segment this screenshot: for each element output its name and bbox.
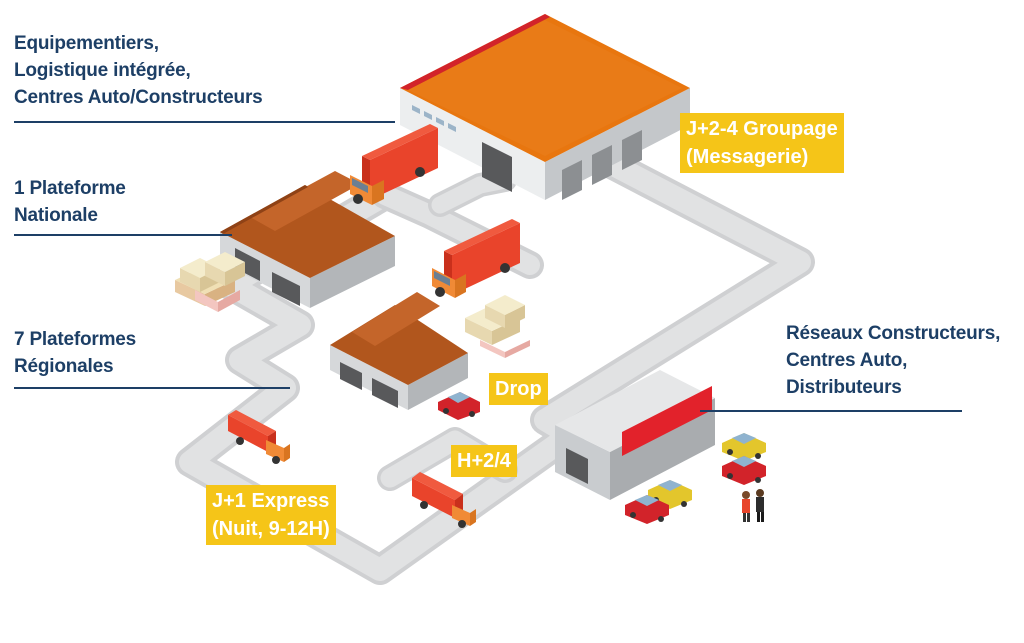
tag-express-line-2: (Nuit, 9-12H): [212, 518, 330, 540]
tag-h24: H+2/4: [451, 445, 517, 477]
label-plateforme-nationale-line-1: 1 Plateforme: [14, 178, 126, 199]
label-plateformes-regionales-line-2: Régionales: [14, 356, 114, 377]
road-network: [175, 143, 815, 585]
tag-drop-text: Drop: [495, 378, 542, 400]
label-reseaux-line-3: Distributeurs: [786, 377, 902, 398]
label-equipementiers-line-1: Equipementiers,: [14, 33, 159, 54]
tag-drop: Drop: [489, 373, 548, 405]
tag-h24-text: H+2/4: [457, 450, 511, 472]
truck-middle: [432, 219, 520, 298]
people-icon: [742, 489, 764, 522]
car-red-2: [625, 495, 669, 524]
national-platform-warehouse: [220, 171, 395, 308]
groupage-warehouse: [400, 14, 690, 331]
leader-lines: [14, 121, 962, 412]
truck-bottom: [412, 472, 476, 528]
box-pile-regional: [465, 295, 530, 358]
tag-groupage-line-1: J+2-4 Groupage: [686, 118, 838, 140]
truck-left: [228, 410, 290, 464]
car-red-1: [722, 456, 766, 485]
label-equipementiers-line-3: Centres Auto/Constructeurs: [14, 87, 263, 108]
box-pile-national: [175, 252, 245, 312]
label-plateforme-nationale-line-2: Nationale: [14, 205, 98, 226]
regional-platform-warehouse: [330, 292, 468, 410]
dealer-building: [555, 370, 715, 500]
tag-express: J+1 Express (Nuit, 9-12H): [206, 485, 336, 545]
label-reseaux-line-2: Centres Auto,: [786, 350, 908, 371]
car-yellow-1: [722, 433, 766, 461]
label-plateformes-regionales: 7 Plateformes Régionales: [14, 326, 136, 380]
label-plateformes-regionales-line-1: 7 Plateformes: [14, 329, 137, 350]
truck-top: [350, 124, 438, 205]
label-reseaux: Réseaux Constructeurs, Centres Auto, Dis…: [786, 320, 1000, 401]
label-equipementiers: Equipementiers, Logistique intégrée, Cen…: [14, 30, 263, 111]
tag-groupage: J+2-4 Groupage (Messagerie): [680, 113, 844, 173]
label-reseaux-line-1: Réseaux Constructeurs,: [786, 323, 1001, 344]
label-plateforme-nationale: 1 Plateforme Nationale: [14, 175, 126, 229]
car-drop: [438, 392, 480, 420]
label-equipementiers-line-2: Logistique intégrée,: [14, 60, 191, 81]
tag-express-line-1: J+1 Express: [212, 490, 330, 512]
tag-groupage-line-2: (Messagerie): [686, 146, 809, 168]
